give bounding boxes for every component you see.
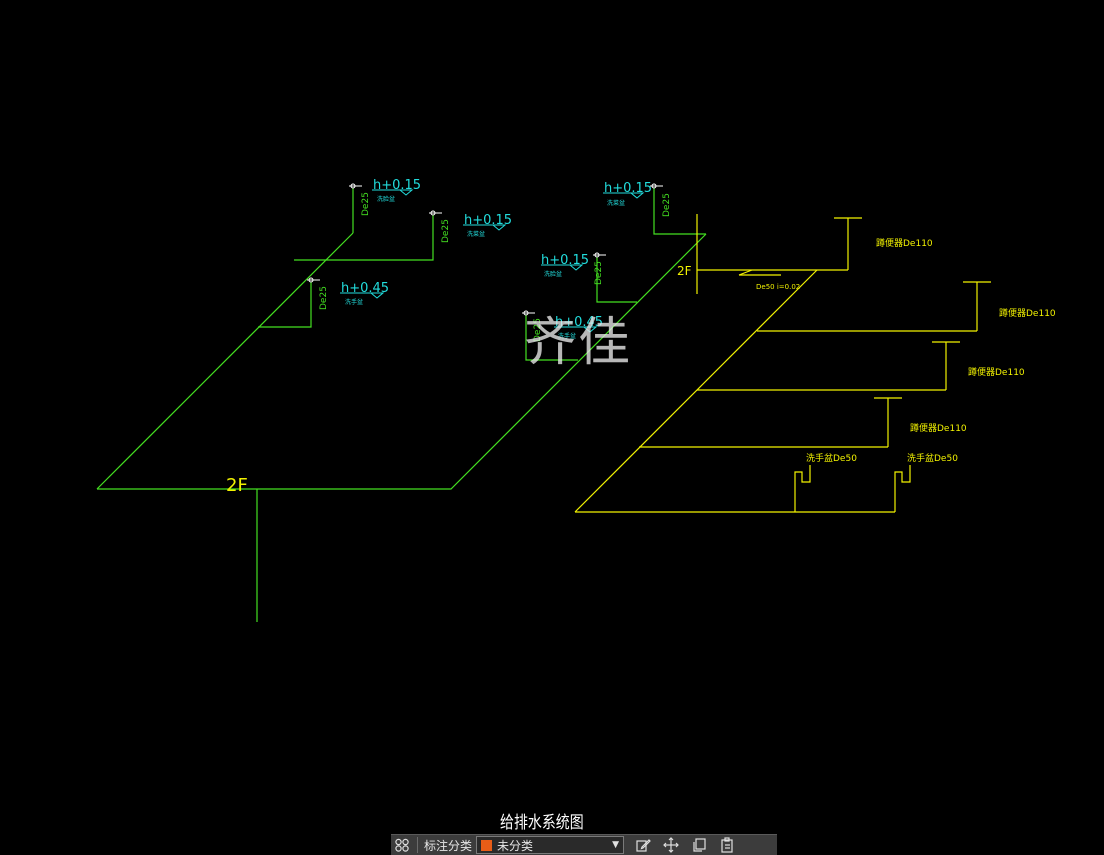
mid-elev-1: h+0.15 — [604, 181, 652, 196]
valve-caps — [307, 183, 663, 316]
left-water-supply-system — [96, 188, 707, 622]
mid-branch-2 — [596, 257, 637, 303]
mid-elev-1-sub: 洗菜盆 — [607, 199, 625, 207]
left-elev-1-sub: 洗脸盆 — [377, 195, 395, 203]
annotation-toolbar: 标注分类 未分类 ▼ — [391, 834, 777, 855]
edit-icon[interactable] — [632, 835, 654, 855]
mid-elev-3-sub: 洗手盆 — [558, 332, 576, 340]
selected-category: 未分类 — [497, 838, 534, 853]
elevation-markers — [340, 189, 645, 333]
left-main-pipe — [97, 233, 707, 490]
fixture-label-3: 蹲便器De110 — [968, 366, 1025, 378]
fixture-label-2: 蹲便器De110 — [999, 307, 1056, 319]
mid-elev-2-sub: 洗脸盆 — [544, 270, 562, 278]
fixture-label-5: 洗手盆De50 — [806, 452, 857, 464]
mid-pipe-size-3: De25 — [533, 318, 543, 342]
paste-icon[interactable] — [716, 835, 738, 855]
left-branch-3 — [258, 282, 312, 328]
toolbar-separator — [417, 837, 418, 853]
copy-icon[interactable] — [688, 835, 710, 855]
left-elev-2-sub: 洗菜盆 — [467, 230, 485, 238]
mid-branch-1 — [653, 188, 706, 235]
mid-branch-3 — [525, 315, 578, 361]
toolbar-tools — [632, 835, 738, 855]
left-elev-3-sub: 洗手盆 — [345, 298, 363, 306]
left-pipe-size-2: De25 — [441, 219, 451, 243]
left-floor-label: 2F — [226, 475, 248, 496]
right-floor-label: 2F — [677, 264, 692, 278]
left-pipe-size-1: De25 — [361, 192, 371, 216]
right-drainage-system — [574, 214, 991, 513]
move-icon[interactable] — [660, 835, 682, 855]
fixture-label-4: 蹲便器De110 — [910, 422, 967, 434]
drawing-title: 给排水系统图 — [500, 813, 584, 833]
mid-elev-3: h+0.45 — [555, 315, 603, 330]
annotation-category-label: 标注分类 — [424, 838, 473, 853]
fixture-label-6: 洗手盆De50 — [907, 452, 958, 464]
left-elev-3: h+0.45 — [341, 281, 389, 296]
chevron-down-icon: ▼ — [612, 840, 620, 850]
mid-pipe-size-2: De25 — [594, 261, 604, 285]
left-pipe-size-3: De25 — [319, 286, 329, 310]
left-elev-2: h+0.15 — [464, 213, 512, 228]
mid-pipe-size-1: De25 — [662, 193, 672, 217]
layers-icon[interactable] — [391, 835, 413, 855]
left-branch-2 — [294, 215, 434, 261]
category-color-swatch — [481, 839, 493, 851]
left-elev-1: h+0.15 — [373, 178, 421, 193]
slope-label: De50 i=0.02 — [756, 283, 800, 291]
annotation-category-select[interactable]: 未分类 ▼ — [476, 836, 625, 854]
left-diagonal-pipe — [96, 232, 354, 490]
mid-elev-2: h+0.15 — [541, 253, 589, 268]
fixture-label-1: 蹲便器De110 — [876, 237, 933, 249]
